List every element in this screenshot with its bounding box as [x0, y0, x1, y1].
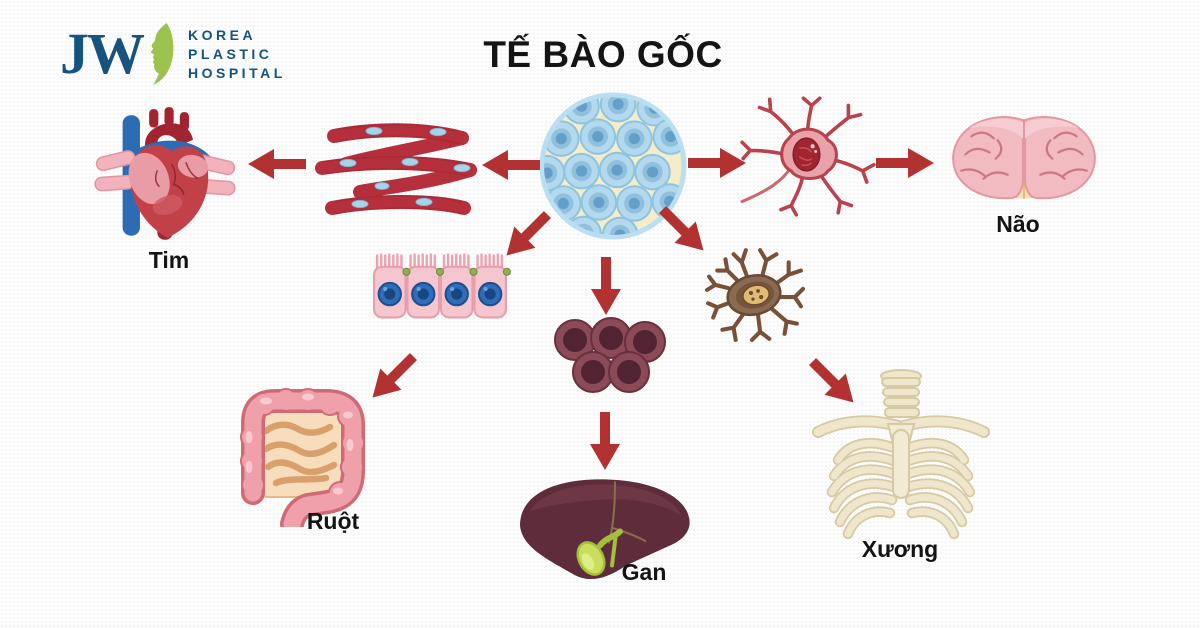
- arrow-center-to-muscle: [482, 148, 540, 182]
- arrow-center-to-osteocyte: [650, 197, 715, 262]
- label-intestine: Ruột: [306, 508, 360, 534]
- stem-cell-cluster-illustration: [539, 92, 687, 240]
- arrow-muscle-to-heart: [248, 147, 306, 181]
- bone-cell-illustration: [703, 242, 805, 344]
- cardiac-muscle-cells-illustration: [312, 118, 480, 226]
- logo-hospital-name: KOREA PLASTIC HOSPITAL: [188, 26, 286, 83]
- label-bone: Xương: [861, 536, 939, 562]
- intestine-illustration: [222, 375, 377, 527]
- arrow-center-to-hepatocytes: [589, 257, 623, 315]
- arrow-center-to-neuron: [688, 146, 746, 180]
- epithelial-cells-illustration: [370, 252, 512, 322]
- arrow-neuron-to-brain: [876, 146, 934, 180]
- logo-face-leaf-icon: [150, 22, 174, 86]
- brain-illustration: [943, 106, 1105, 206]
- logo-line1: KOREA: [188, 26, 257, 43]
- liver-cells-illustration: [553, 316, 667, 396]
- arrow-center-to-epithelial: [494, 202, 559, 267]
- arrow-osteocyte-to-ribcage: [800, 349, 865, 414]
- neuron-illustration: [738, 92, 876, 217]
- liver-illustration: [512, 468, 697, 606]
- logo-line2: PLASTIC: [188, 45, 273, 62]
- logo: JW KOREA PLASTIC HOSPITAL: [60, 22, 286, 86]
- label-liver: Gan: [621, 559, 667, 585]
- ribcage-illustration: [806, 368, 996, 548]
- label-heart: Tim: [148, 247, 190, 273]
- arrow-epithelial-to-intestine: [360, 344, 425, 409]
- logo-monogram: JW: [60, 21, 145, 86]
- page-title: TẾ BÀO GỐC: [483, 34, 723, 75]
- heart-illustration: [92, 103, 240, 251]
- logo-line3: HOSPITAL: [188, 64, 286, 81]
- arrow-hepatocytes-to-liver: [588, 412, 622, 470]
- label-brain: Não: [996, 211, 1040, 237]
